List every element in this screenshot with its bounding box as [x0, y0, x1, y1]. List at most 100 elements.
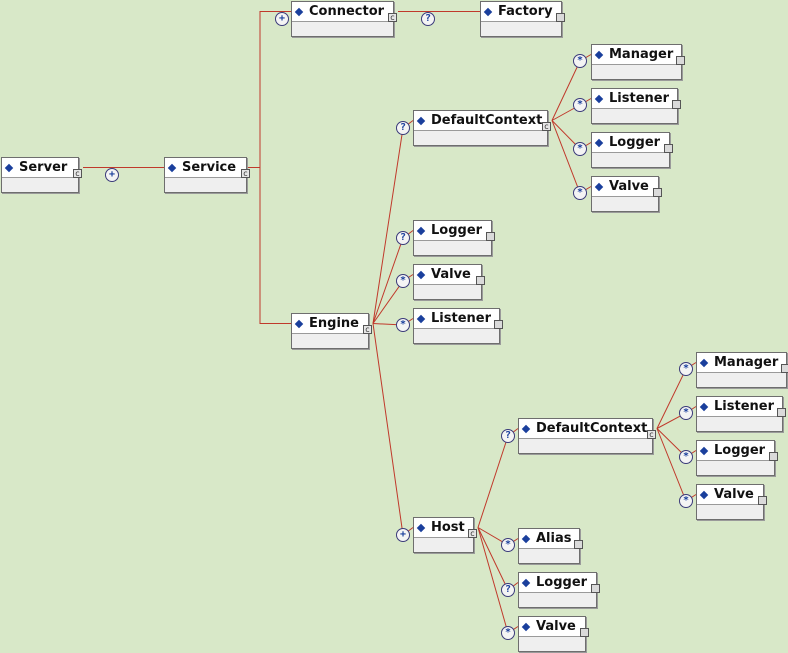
element-label: Valve: [714, 487, 754, 502]
expand-box-icon[interactable]: [580, 628, 589, 637]
link-dc1-val1: [551, 120, 592, 194]
element-diamond-icon: [416, 314, 426, 323]
multiplicity-badge[interactable]: *: [573, 186, 587, 200]
multiplicity-badge[interactable]: *: [573, 54, 587, 68]
expand-box-icon[interactable]: [781, 364, 788, 373]
multiplicity-badge[interactable]: +: [275, 12, 289, 26]
element-label: Server: [19, 160, 68, 175]
element-label: Valve: [609, 179, 649, 194]
element-diamond-icon: [521, 534, 531, 543]
compositor-sequence-icon[interactable]: c: [388, 13, 397, 22]
element-diamond-icon: [483, 7, 493, 16]
element-label: DefaultContext: [536, 421, 648, 436]
multiplicity-badge[interactable]: *: [573, 98, 587, 112]
element-listener[interactable]: Listener: [591, 88, 681, 124]
element-alias[interactable]: Alias: [518, 528, 583, 564]
element-header: Engine: [292, 314, 368, 334]
element-header: Manager: [592, 45, 681, 65]
element-header: DefaultContext: [519, 419, 652, 439]
element-valve[interactable]: Valve: [413, 264, 485, 300]
element-header: Logger: [697, 441, 774, 461]
multiplicity-badge[interactable]: *: [679, 362, 693, 376]
element-manager[interactable]: Manager: [591, 44, 685, 80]
expand-box-icon[interactable]: [591, 584, 600, 593]
element-diamond-icon: [699, 358, 709, 367]
element-label: Engine: [309, 316, 359, 331]
element-label: Listener: [714, 399, 774, 414]
element-logger[interactable]: Logger: [696, 440, 778, 476]
expand-box-icon[interactable]: [653, 188, 662, 197]
multiplicity-badge[interactable]: *: [679, 494, 693, 508]
expand-box-icon[interactable]: [672, 100, 681, 109]
element-header: Valve: [519, 617, 585, 637]
multiplicity-badge[interactable]: ?: [501, 429, 515, 443]
multiplicity-badge[interactable]: *: [501, 626, 515, 640]
expand-box-icon[interactable]: [574, 540, 583, 549]
expand-box-icon[interactable]: [476, 276, 485, 285]
expand-box-icon[interactable]: [676, 56, 685, 65]
expand-box-icon[interactable]: [777, 408, 786, 417]
multiplicity-badge[interactable]: +: [105, 168, 119, 182]
multiplicity-badge[interactable]: ?: [501, 583, 515, 597]
element-header: Listener: [414, 309, 499, 329]
expand-box-icon[interactable]: [556, 13, 565, 22]
link-host-log4: [477, 527, 519, 591]
element-valve[interactable]: Valve: [591, 176, 662, 212]
element-label: Logger: [536, 575, 588, 590]
element-manager[interactable]: Manager: [696, 352, 788, 388]
element-listener[interactable]: Listener: [696, 396, 786, 432]
multiplicity-badge[interactable]: *: [501, 538, 515, 552]
element-diamond-icon: [594, 94, 604, 103]
multiplicity-badge[interactable]: *: [679, 450, 693, 464]
element-diamond-icon: [4, 163, 14, 172]
expand-box-icon[interactable]: [664, 144, 673, 153]
multiplicity-badge[interactable]: *: [679, 406, 693, 420]
link-host-dc2: [477, 428, 519, 528]
multiplicity-badge[interactable]: ?: [396, 121, 410, 135]
expand-box-icon[interactable]: [486, 232, 495, 241]
element-diamond-icon: [294, 7, 304, 16]
compositor-sequence-icon[interactable]: c: [542, 122, 551, 131]
element-valve[interactable]: Valve: [696, 484, 767, 520]
element-header: Service: [165, 158, 246, 178]
element-logger[interactable]: Logger: [591, 132, 673, 168]
compositor-sequence-icon[interactable]: c: [468, 529, 477, 538]
multiplicity-badge[interactable]: *: [396, 274, 410, 288]
multiplicity-badge[interactable]: *: [396, 318, 410, 332]
element-header: DefaultContext: [414, 111, 547, 131]
multiplicity-badge[interactable]: ?: [421, 12, 435, 26]
multiplicity-badge[interactable]: *: [573, 142, 587, 156]
element-label: Listener: [609, 91, 669, 106]
element-valve[interactable]: Valve: [518, 616, 589, 652]
element-logger[interactable]: Logger: [413, 220, 495, 256]
element-label: Manager: [714, 355, 779, 370]
element-header: Valve: [592, 177, 658, 197]
link-engine-dc1: [372, 120, 414, 324]
element-label: Listener: [431, 311, 491, 326]
multiplicity-badge[interactable]: +: [396, 528, 410, 542]
multiplicity-badge[interactable]: ?: [396, 231, 410, 245]
expand-box-icon[interactable]: [769, 452, 778, 461]
element-logger[interactable]: Logger: [518, 572, 600, 608]
compositor-sequence-icon[interactable]: c: [241, 169, 250, 178]
expand-box-icon[interactable]: [758, 496, 767, 505]
element-diamond-icon: [521, 622, 531, 631]
expand-box-icon[interactable]: [494, 320, 503, 329]
element-label: Host: [431, 520, 465, 535]
compositor-sequence-icon[interactable]: c: [363, 325, 372, 334]
compositor-sequence-icon[interactable]: c: [647, 430, 656, 439]
element-factory[interactable]: Factory: [480, 1, 565, 37]
element-diamond-icon: [594, 182, 604, 191]
compositor-sequence-icon[interactable]: c: [73, 169, 82, 178]
element-header: Server: [2, 158, 78, 178]
element-listener[interactable]: Listener: [413, 308, 503, 344]
element-header: Logger: [519, 573, 596, 593]
